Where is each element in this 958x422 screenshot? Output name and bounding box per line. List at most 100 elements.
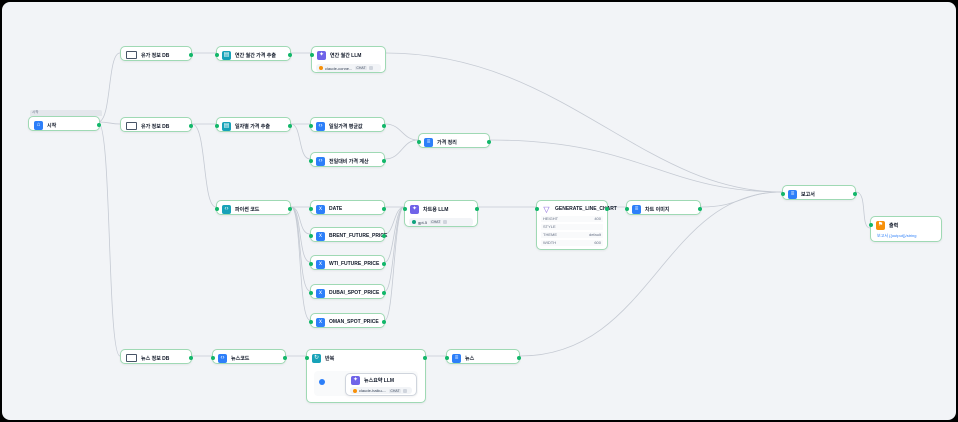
code-icon: ‹› [316,156,325,166]
input-port[interactable] [309,320,313,324]
output-port[interactable] [475,207,479,211]
output-port[interactable] [189,124,193,128]
home-icon: ⌂ [34,120,43,130]
output-port[interactable] [382,291,386,295]
edge-daily-prev [290,123,311,160]
settings-icon[interactable] [402,388,407,393]
input-port[interactable] [215,53,219,57]
input-port[interactable] [445,356,449,360]
daily-price-label: 일자별 가격 추출 [235,123,270,130]
start-node[interactable]: ⌂시작 [28,116,101,131]
edge-start-db-news [97,121,121,357]
input-port[interactable] [309,291,313,295]
input-port[interactable] [215,207,219,211]
output-port[interactable] [423,356,427,360]
news-code-node[interactable]: ‹›뉴스코드 [211,349,287,364]
db-node-mid[interactable]: 유가 정보 DB [120,117,193,132]
price-sum-node[interactable]: ≡가격 정리 [417,133,491,148]
input-port[interactable] [781,192,785,196]
db-node-top[interactable]: 유가 정보 DB [120,46,193,61]
output-port[interactable] [288,124,292,128]
monthly-price-node[interactable]: ▤연간 월간 가격 추출 [215,46,292,61]
daily-avg-label: 일일가격 평균값 [329,123,363,130]
output-port[interactable] [517,356,521,360]
input-port[interactable] [309,262,313,266]
settings-icon[interactable] [443,220,448,224]
input-port[interactable] [417,140,421,144]
prev-day-node[interactable]: ‹›전일대비 가격 계산 [309,152,386,167]
output-port[interactable] [382,207,386,211]
output-node[interactable]: ⚑출력 보고서 {{output}}/string [869,216,942,242]
db-top-label: 유가 정보 DB [141,52,170,59]
output-port[interactable] [189,53,193,57]
chart-llm-title: 차트용 LLM [423,206,449,213]
tool-icon: ▤ [222,50,231,60]
llm-icon: ✦ [351,375,360,385]
variable-icon: x [316,259,325,269]
param-row: STYLE [541,224,603,230]
input-port[interactable] [215,124,219,128]
output-port[interactable] [97,123,101,127]
input-port[interactable] [309,234,313,238]
input-port[interactable] [309,124,313,128]
report-node[interactable]: ≡보고서 [781,185,857,200]
daily-price-node[interactable]: ▤ 일자별 가격 추출 [215,117,292,132]
db-news-label: 뉴스 정보 DB [141,355,170,362]
news-code-label: 뉴스코드 [231,355,250,362]
loop-node[interactable]: ↻반복 ✦뉴스요약 LLM claude-haiku-...CHAT [305,349,427,403]
code-icon: ‹› [316,121,325,131]
model-selector[interactable]: claude-haiku-...CHAT [350,387,412,394]
input-port[interactable] [869,223,873,227]
input-port[interactable] [309,207,313,211]
output-port[interactable] [487,140,491,144]
tool-icon: ▤ [222,121,231,131]
input-port[interactable] [403,207,407,211]
python-code-node[interactable]: ‹›파이썬 코드 [215,200,292,215]
edge-python-dubai [290,206,311,292]
output-port[interactable] [382,320,386,324]
output-port[interactable] [382,234,386,238]
db-node-news[interactable]: 뉴스 정보 DB [120,349,193,364]
settings-icon[interactable] [368,66,373,70]
output-port[interactable] [605,207,609,211]
daily-avg-node[interactable]: ‹› 일일가격 평균값 [309,117,386,132]
input-port[interactable] [305,356,309,360]
news-node[interactable]: ≡뉴스 [445,349,521,364]
model-selector[interactable]: claude-conne...CHAT [316,64,381,72]
anthropic-icon [319,66,323,70]
chart-image-node[interactable]: ≡차트 이미지 [625,200,702,215]
input-port[interactable] [309,159,313,163]
output-port[interactable] [283,356,287,360]
output-port[interactable] [382,159,386,163]
output-port[interactable] [288,207,292,211]
model-name: claude-haiku-... [359,388,387,393]
output-port[interactable] [382,262,386,266]
output-port[interactable] [382,124,386,128]
input-port[interactable] [535,207,539,211]
openai-icon [412,220,416,224]
input-port[interactable] [625,207,629,211]
output-port[interactable] [698,207,702,211]
news-summary-llm-node[interactable]: ✦뉴스요약 LLM claude-haiku-...CHAT [345,373,417,396]
output-port[interactable] [189,356,193,360]
output-port[interactable] [288,53,292,57]
output-port[interactable] [853,192,857,196]
variable-icon: x [316,317,325,327]
edge-python-oman [290,206,311,321]
monthly-llm-node[interactable]: ✦연간 월간 LLM claude-conne...CHAT [310,46,386,73]
dubai-label: DUBAI_SPOT_PRICE [329,290,380,296]
input-port[interactable] [211,356,215,360]
input-port[interactable] [310,53,314,57]
